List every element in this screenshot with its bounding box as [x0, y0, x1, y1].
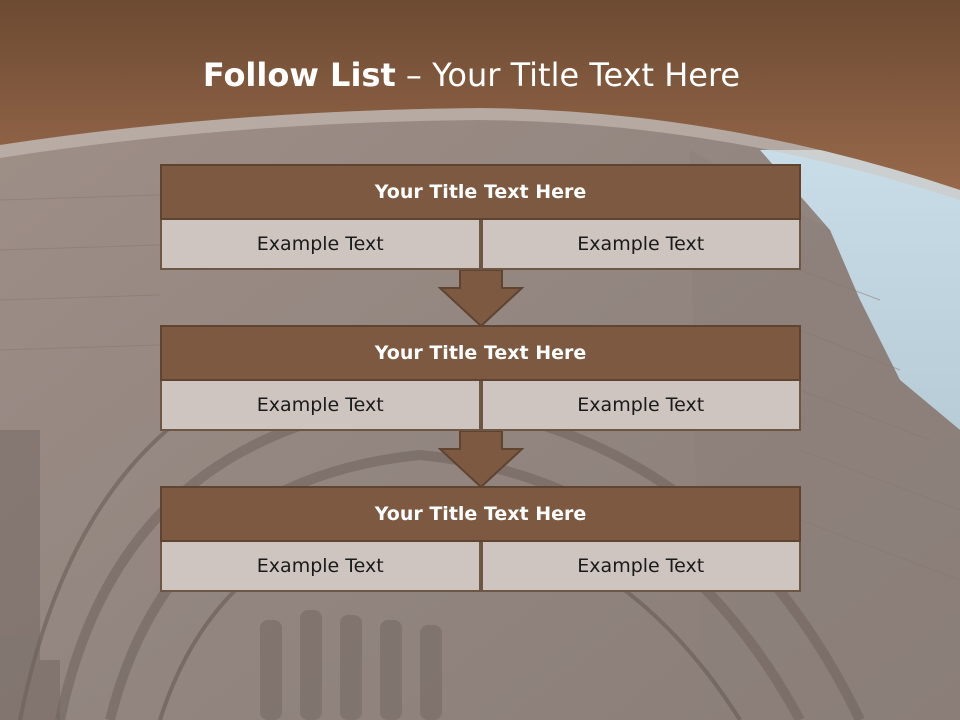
- list-block-3: Your Title Text Here Example Text Exampl…: [160, 486, 801, 592]
- block-cell-right: Example Text: [480, 220, 801, 270]
- block-cell-left: Example Text: [160, 220, 481, 270]
- slide-title-bold: Follow List: [202, 56, 396, 94]
- down-arrow-icon: [438, 270, 524, 328]
- block-header: Your Title Text Here: [160, 486, 801, 542]
- block-header: Your Title Text Here: [160, 164, 801, 220]
- block-cell-right: Example Text: [480, 381, 801, 431]
- block-row: Example Text Example Text: [160, 381, 801, 431]
- block-row: Example Text Example Text: [160, 542, 801, 592]
- down-arrow-icon: [438, 431, 524, 489]
- list-block-1: Your Title Text Here Example Text Exampl…: [160, 164, 801, 270]
- block-header: Your Title Text Here: [160, 325, 801, 381]
- block-cell-right: Example Text: [480, 542, 801, 592]
- block-cell-left: Example Text: [160, 542, 481, 592]
- block-cell-left: Example Text: [160, 381, 481, 431]
- slide-title: Follow List – Your Title Text Here: [0, 55, 943, 95]
- list-block-2: Your Title Text Here Example Text Exampl…: [160, 325, 801, 431]
- block-row: Example Text Example Text: [160, 220, 801, 270]
- slide-title-rest: – Your Title Text Here: [395, 56, 741, 94]
